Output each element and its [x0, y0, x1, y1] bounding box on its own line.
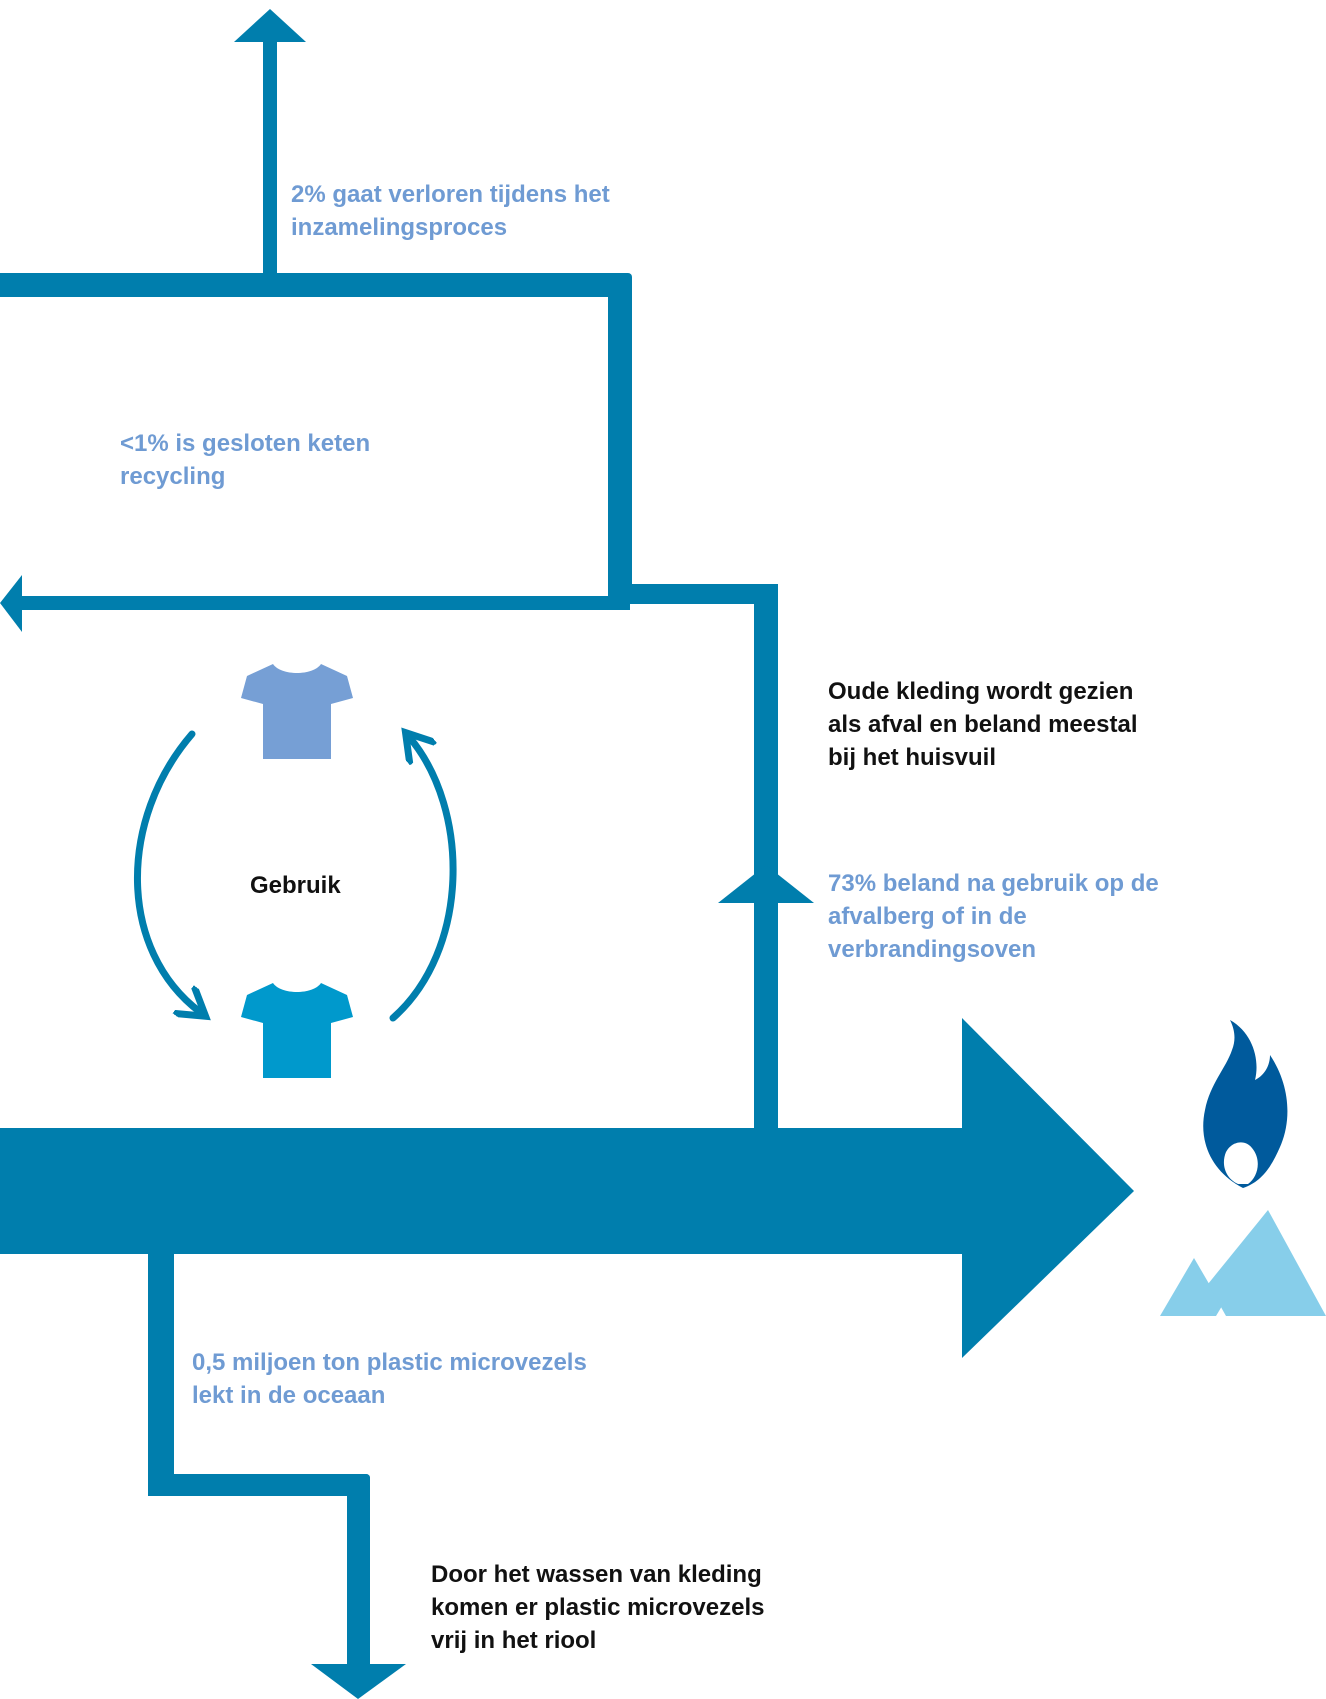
- landfill-mountain-icon: [1160, 1210, 1326, 1316]
- cycle-arc-right: [389, 738, 457, 1022]
- tshirt-icon: [241, 664, 353, 759]
- main-waste-flow-arrow: [0, 1018, 1134, 1358]
- collection-loss-label: 2% gaat verloren tijdens het inzamelings…: [291, 181, 610, 241]
- collection-loss-arrow: [234, 9, 306, 278]
- cycle-arc-left: [134, 730, 200, 1012]
- tshirt-icon: [241, 983, 353, 1078]
- landfill-label: 73% beland na gebruik op de afvalberg of…: [828, 870, 1159, 963]
- flame-icon: [1203, 1020, 1288, 1188]
- microfiber-leak-arrow: [148, 1250, 406, 1699]
- landfill-branch-connector: [608, 584, 814, 1144]
- usage-cycle-label: Gebruik: [250, 872, 341, 899]
- usage-cycle: [134, 730, 457, 1022]
- ocean-leak-label: 0,5 miljoen ton plastic microvezels lekt…: [192, 1349, 587, 1409]
- closed-loop-recycling-arrow: [0, 575, 630, 632]
- old-clothes-note: Oude kleding wordt gezien als afval en b…: [828, 678, 1138, 771]
- collection-loop: [0, 273, 632, 603]
- washing-note: Door het wassen van kleding komen er pla…: [431, 1561, 765, 1654]
- closed-loop-label: <1% is gesloten keten recycling: [120, 430, 371, 490]
